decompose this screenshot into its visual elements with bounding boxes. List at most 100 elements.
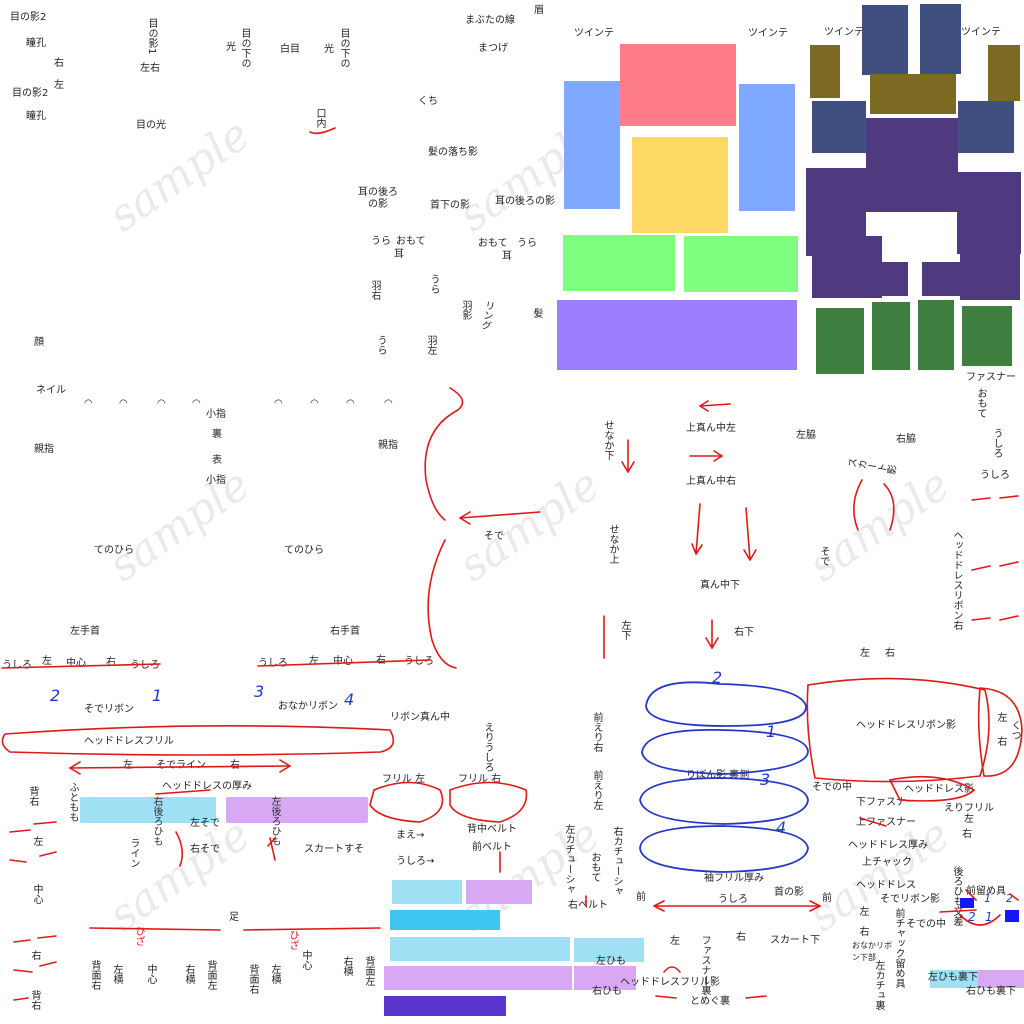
label-under-eye-b: 目の下の [338,28,349,68]
label-pupil-b: 瞳孔 [26,111,46,122]
label-belly-ribbon-under: おなかリボン下部 [852,941,892,962]
label-collar-frill: えりフリル [944,803,994,814]
label-sleeve-frill-thickness: 袖フリル厚み [704,873,764,884]
label-row-b-3: 右 [376,655,386,666]
label-center-m: 中心 [300,950,311,970]
label-upper-fastener: 上ファスナー [856,817,916,828]
label-row-a-1: 左 [42,656,52,667]
label-right-c: 右 [230,760,240,771]
label-nail: ネイル [36,385,66,396]
label-foot: 足 [229,912,239,923]
label-light: 光 [226,42,236,53]
label-ring: リング [478,299,495,331]
label-headdress-frill-shadow: ヘッドドレスフリル影 [620,977,720,988]
label-right-sleeve: 右そで [190,844,220,855]
uv-block-lilac [466,880,532,904]
label-left-b: 左 [860,648,870,659]
label-lips: くち [418,96,438,107]
uv-block-blue-chip [960,898,974,908]
index-number: 4 [776,818,787,837]
label-sleeve-ribbon: そでリボン [84,704,134,715]
uv-block-green-left [563,235,675,291]
label-ear-back-shadow-b: 耳の後ろの影 [495,196,555,207]
label-line: ライン [128,838,139,868]
label-eye-shadow2: 目の影2 [10,12,47,23]
label-collar-front-right: 前えり右 [591,712,602,752]
label-hiza-b: ひざ [287,930,298,950]
label-eyebrow: 眉 [534,5,544,16]
label-back-belt: 背中ベルト [467,824,517,835]
label-front: 表 [212,455,222,466]
label-skirt-hem: スカートすそ [304,844,364,855]
label-belly-ribbon: おなかリボン [278,701,338,712]
uv-block-cyan [80,797,216,823]
uv-block-lilac [574,966,636,990]
label-wing-left: 羽左 [425,335,436,355]
label-neck-shadow: 首下の影 [430,200,470,211]
label-upper-center-left: 上真ん中左 [686,423,736,434]
label-ear-back-shadow: 耳の後ろの影 [358,187,398,210]
label-collar-back: えりうしろ [482,722,493,772]
label-right-string-back: 右ひも裏下 [966,986,1016,997]
label-right-side-m: 右横 [341,956,352,976]
label-row-b-0: うしろ [258,658,288,669]
label-left-col: 左 [31,836,42,846]
label-right-side-l: 右横 [183,964,194,984]
label-lid-line: まぶたの線 [465,15,515,26]
label-chuck-front-fixer: 前チャック留め具 [893,908,904,988]
label-headdress: ヘッドドレス [856,880,916,891]
index-number: 2 [968,910,976,924]
label-ribbon-shadow-back: りぼん影 裏側 [686,770,750,781]
label-upper-center-right: 上真ん中右 [686,476,736,487]
index-number: 3 [760,770,771,789]
label-right-zip: 右カチューシャ [611,826,622,896]
label-fastener-back: ファスナー裏 [699,935,710,995]
label-neck-shadow-b: 首の影 [774,887,804,898]
index-number: 1 [984,892,991,905]
label-thigh: ふともも [67,782,78,822]
label-hair-shadow: 髪の落ち影 [428,147,478,158]
label-ura-c: うら [428,274,439,294]
label-wing-shadow: 羽影 [460,300,471,320]
nail-mark: ◠ [192,398,201,409]
label-ura: うら [371,236,391,247]
label-under-eye: 目の下の [239,28,250,68]
label-wing-right: 羽右 [369,280,380,300]
label-headdress-thickness: ヘッドドレスの厚み [162,781,252,792]
label-ear: 耳 [394,249,404,260]
label-ura-b: うら [517,238,537,249]
label-ushiro-c: うしろ [718,894,748,905]
label-back-bottom: せなか下 [602,420,613,460]
label-fastener: ファスナー [966,372,1016,383]
label-center-n: 中心 [145,964,156,984]
label-back-right-c: 背面右 [247,964,258,994]
label-palm-b: てのひら [284,545,324,556]
uv-block-darkpurple [866,118,958,212]
label-frill-right: フリル 右 [458,774,502,785]
label-ribbon-center: リボン真ん中 [390,712,450,723]
uv-block-pink [620,44,736,126]
label-left-side-m: 左横 [269,964,280,984]
uv-block-navy [862,5,908,75]
uv-block-cyan [574,938,644,962]
label-hair: 髪 [531,308,542,318]
label-headdress-ribbon-right: ヘッドドレスリボン右 [951,530,962,630]
label-headdress-shadow: ヘッドドレス影 [904,784,974,795]
label-front-a: 前 [636,892,646,903]
label-palm: てのひら [94,545,134,556]
uv-block-lilac [226,797,368,823]
label-sleeve-center: そで [818,546,829,566]
label-ushiro-b: うしろ [980,470,1010,481]
label-omote-d: おもて [589,852,600,882]
label-center-bottom: 真ん中下 [700,580,740,591]
label-back-string-cross: 後ろひも交差 [951,866,962,926]
label-sleeve-ribbon-shadow: そでリボン影 [880,894,940,905]
label-back-top: せなか上 [607,524,618,564]
label-right-g: 右 [857,926,868,936]
uv-block-green-right [684,236,798,292]
label-right-belt: 右ベルト [568,900,608,911]
index-number: 2 [1006,892,1013,905]
index-number: 4 [344,690,355,709]
label-left-side: 左脇 [796,430,816,441]
